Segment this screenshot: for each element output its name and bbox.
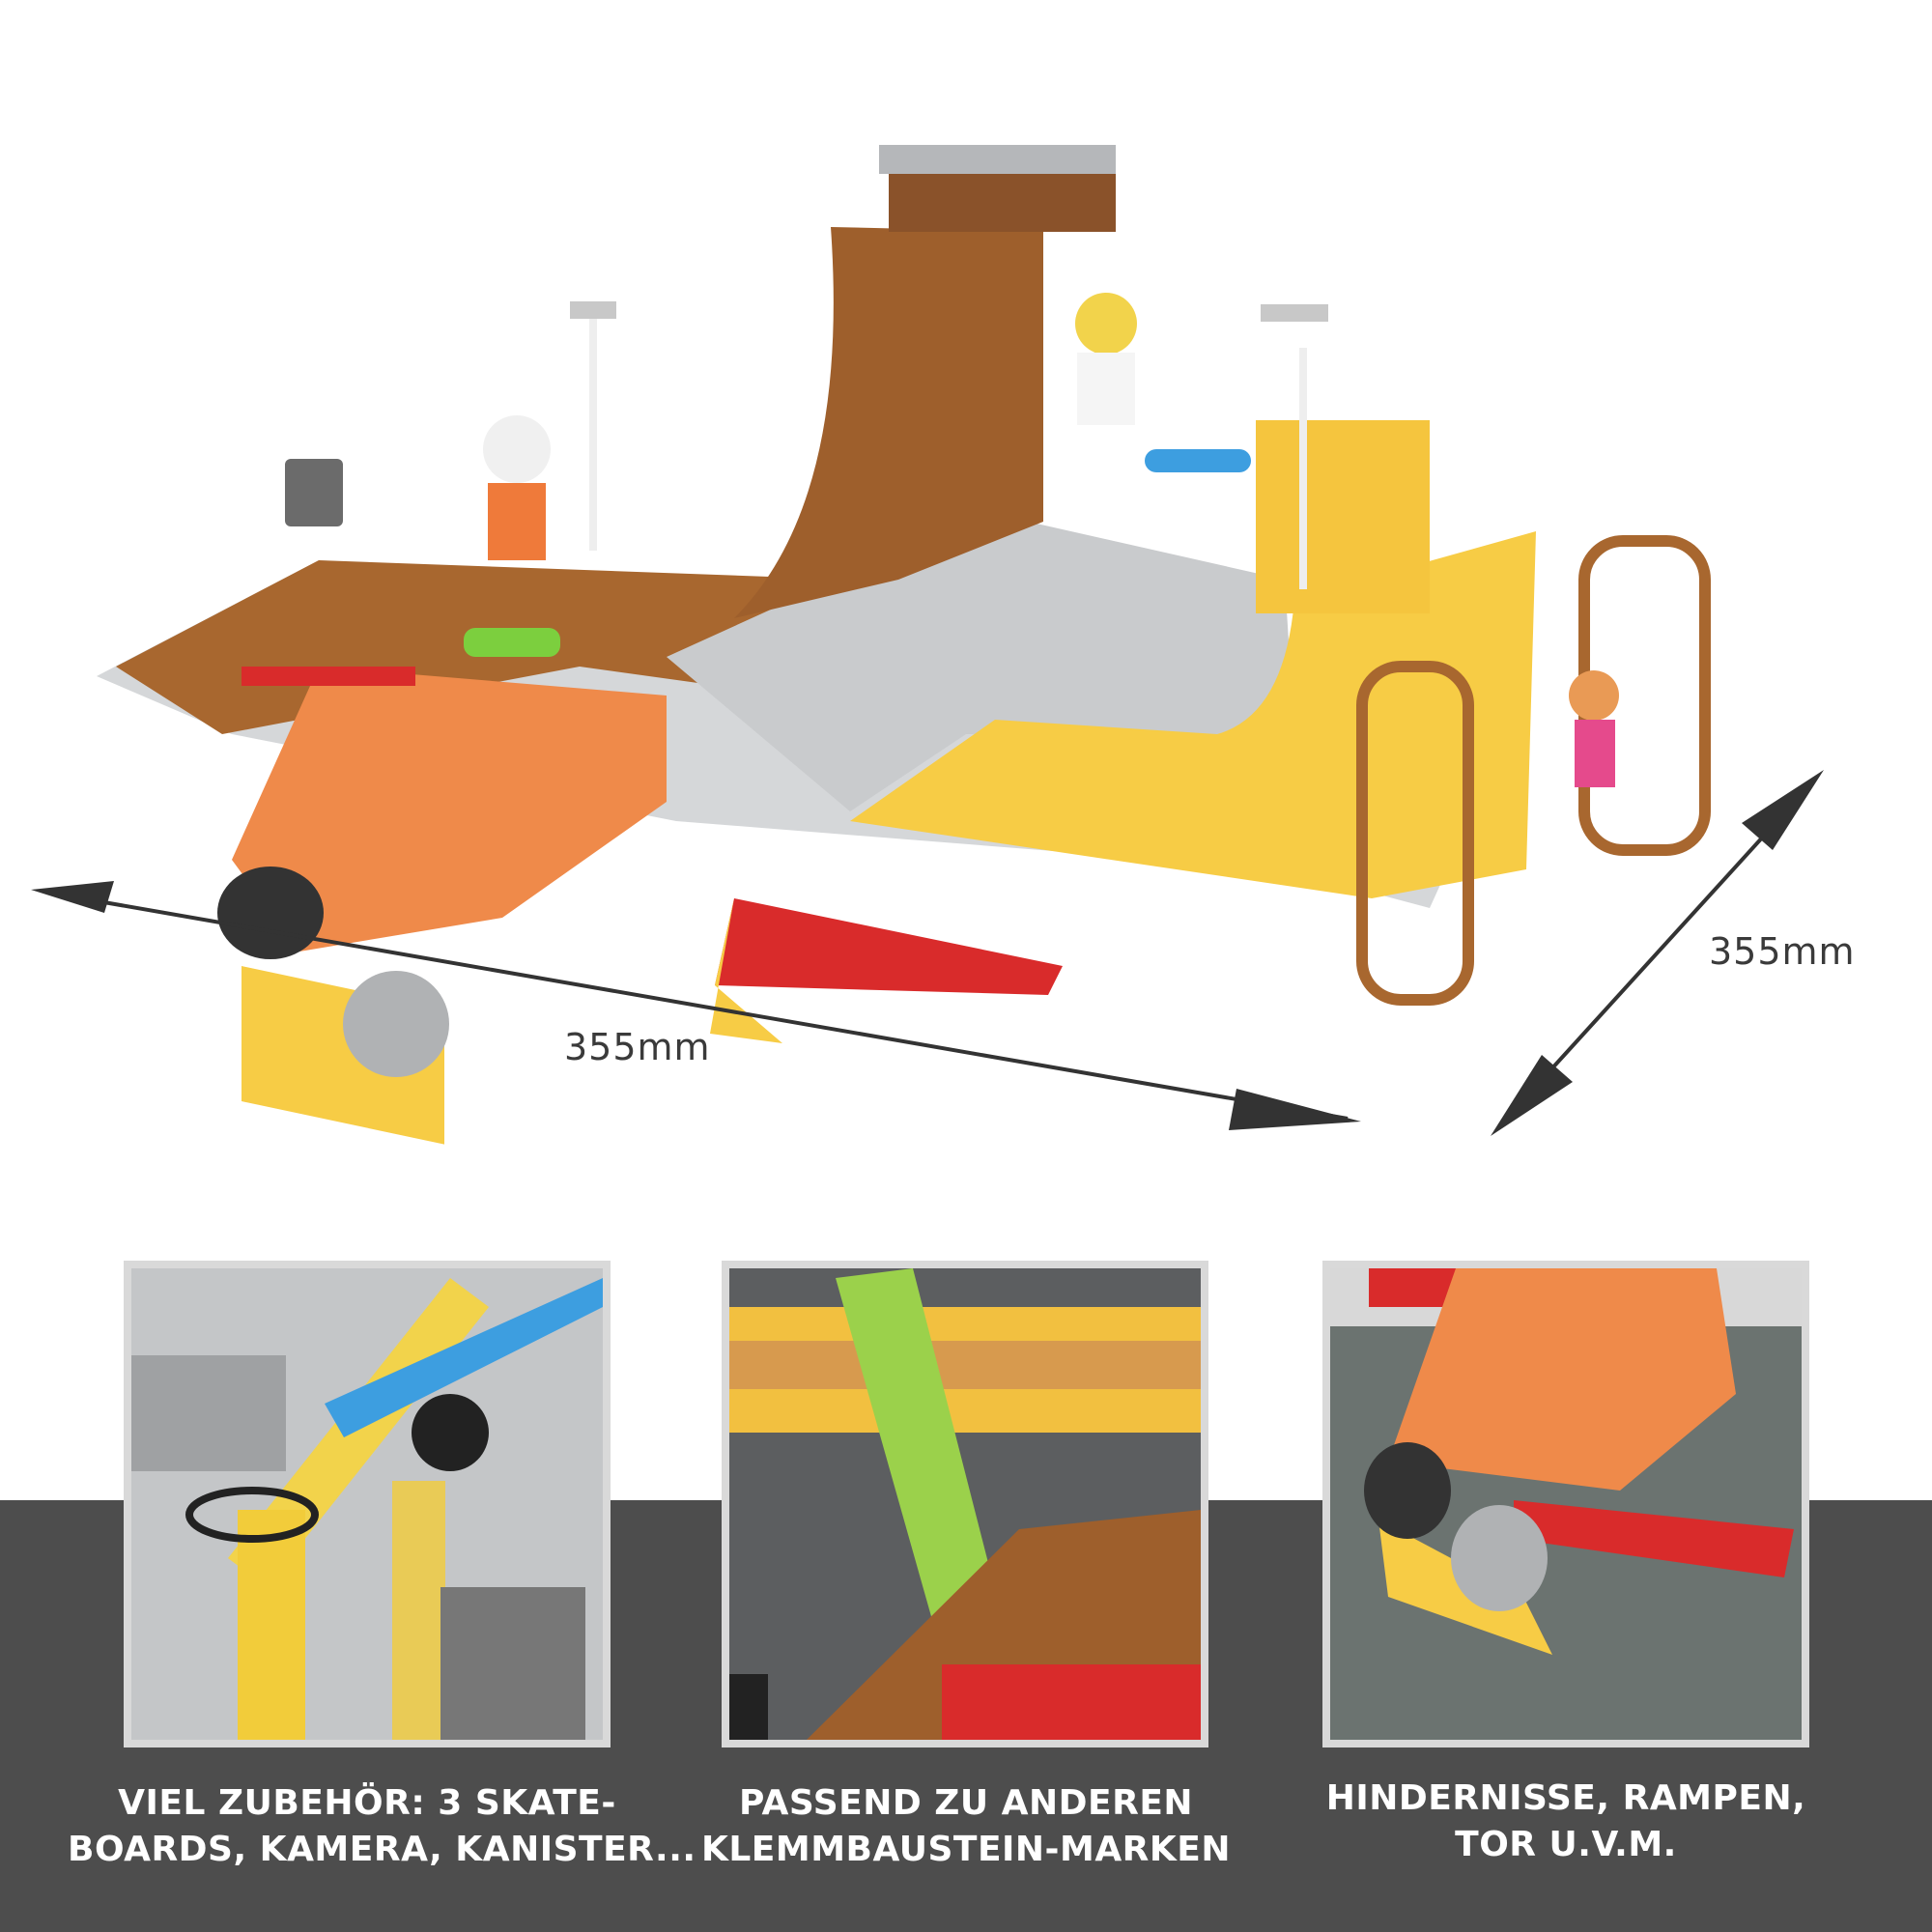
figure-girl <box>1569 670 1619 721</box>
lamp-post <box>589 319 597 551</box>
figure-skater-2 <box>1075 293 1137 355</box>
gate-left <box>1356 661 1474 1006</box>
caption-line: KLEMMBAUSTEIN-MARKEN <box>700 1830 1232 1869</box>
red-rail <box>242 667 415 686</box>
figure-skater-1 <box>483 415 551 483</box>
feature-photo-accessories <box>124 1261 611 1747</box>
depth-dimension-label: 355mm <box>1709 930 1856 973</box>
product-scene <box>31 145 1824 1145</box>
width-arrow <box>47 891 1349 1121</box>
feature-photo-compatibility <box>722 1261 1208 1747</box>
caption-line: VIEL ZUBEHÖR: 3 SKATE- <box>118 1783 616 1823</box>
black-barrel <box>217 867 324 959</box>
jerrycan <box>285 459 343 526</box>
orange-ramp <box>232 667 667 952</box>
feature-photo-obstacles <box>1322 1261 1809 1747</box>
caption-line: BOARDS, KAMERA, KANISTER... <box>68 1830 696 1869</box>
quarter-pipe-top <box>879 145 1116 174</box>
caption-line: HINDERNISSE, RAMPEN, <box>1325 1778 1806 1818</box>
feature-caption-compatibility: PASSEND ZU ANDEREN KLEMMBAUSTEIN-MARKEN <box>667 1780 1265 1873</box>
grey-barrel <box>343 971 449 1077</box>
feature-caption-obstacles: HINDERNISSE, RAMPEN, TOR U.V.M. <box>1266 1776 1865 1868</box>
caption-line: PASSEND ZU ANDEREN <box>738 1783 1194 1823</box>
caption-line: TOR U.V.M. <box>1455 1825 1677 1864</box>
width-dimension-label: 355mm <box>564 1026 711 1068</box>
feature-caption-accessories: VIEL ZUBEHÖR: 3 SKATE- BOARDS, KAMERA, K… <box>68 1780 696 1873</box>
quarter-pipe <box>734 227 1043 618</box>
steering-wheel-icon <box>185 1487 319 1543</box>
red-obstacle <box>715 898 1063 995</box>
